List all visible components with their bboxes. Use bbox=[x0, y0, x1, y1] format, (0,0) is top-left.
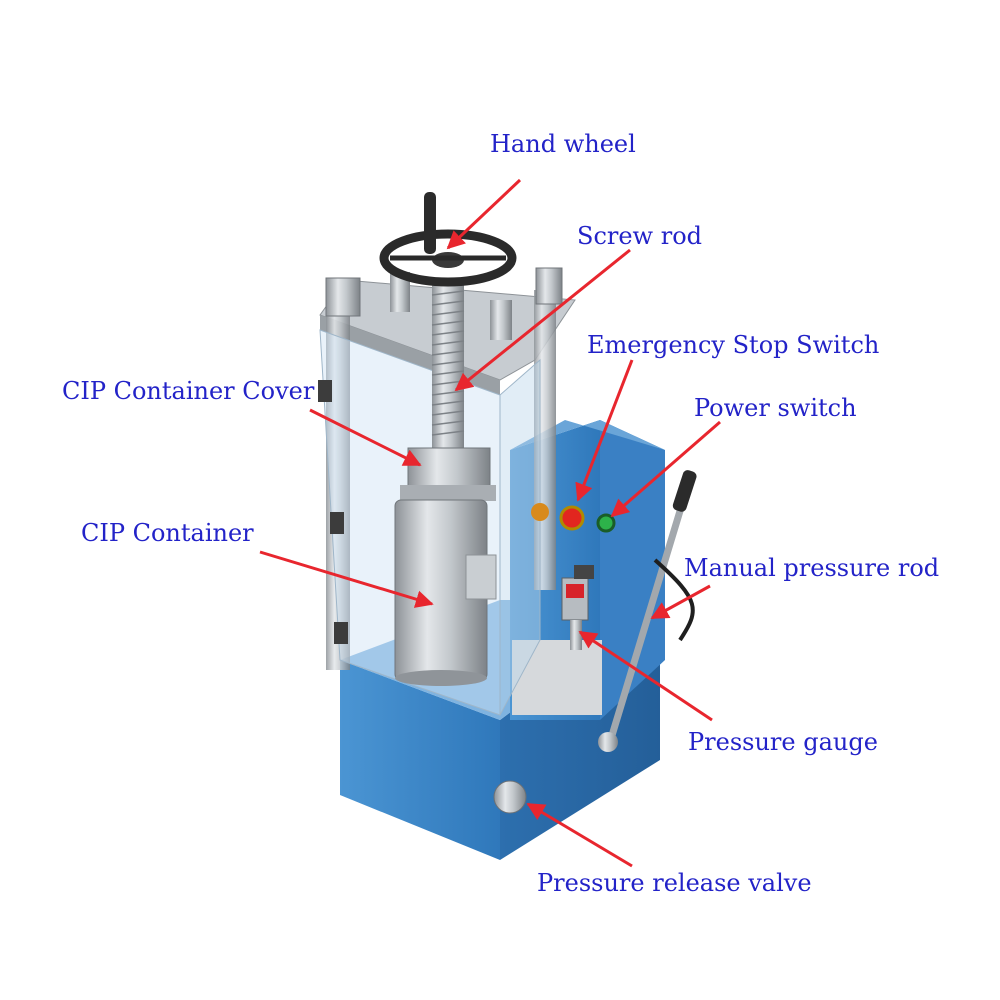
pillar-cap-right bbox=[535, 267, 563, 305]
label-power-switch: Power switch bbox=[694, 394, 857, 422]
control-panel-plate bbox=[512, 640, 602, 715]
label-cip-container: CIP Container bbox=[81, 519, 254, 547]
arrow-cip-container bbox=[259, 550, 434, 608]
hinge-top bbox=[318, 380, 332, 402]
label-emergency-stop: Emergency Stop Switch bbox=[587, 331, 880, 359]
hinge-bottom bbox=[334, 622, 348, 644]
arrow-cip-cover bbox=[309, 408, 422, 467]
arrow-pressure-gauge bbox=[578, 630, 713, 722]
cip-container-bottom bbox=[395, 670, 487, 686]
hinge-mid bbox=[330, 512, 344, 534]
pressure-gauge-fitting bbox=[570, 620, 582, 650]
emergency-stop-button-icon bbox=[559, 505, 585, 531]
label-cip-container-cover: CIP Container Cover bbox=[62, 377, 315, 405]
arrow-screw-rod bbox=[454, 248, 631, 392]
hose bbox=[653, 558, 695, 642]
label-hand-wheel: Hand wheel bbox=[490, 130, 636, 158]
label-pressure-release-valve: Pressure release valve bbox=[537, 869, 812, 897]
pillar-cap-left bbox=[325, 277, 361, 317]
acrylic-enclosure-side bbox=[499, 358, 541, 716]
label-screw-rod: Screw rod bbox=[577, 222, 703, 250]
arrow-hand-wheel bbox=[446, 178, 522, 250]
manual-rod-pivot bbox=[598, 732, 618, 752]
pressure-gauge-sensor bbox=[574, 565, 594, 579]
hand-wheel-handle bbox=[424, 192, 436, 254]
label-pressure-gauge: Pressure gauge bbox=[688, 728, 878, 756]
pillar-cap-back-left bbox=[390, 272, 410, 312]
manual-pressure-rod bbox=[606, 474, 694, 746]
pressure-release-valve-icon bbox=[493, 780, 527, 814]
pillar-cap-back-right bbox=[490, 300, 512, 340]
arrow-release-valve bbox=[526, 802, 633, 868]
pressure-gauge-display bbox=[566, 584, 584, 598]
label-manual-pressure-rod: Manual pressure rod bbox=[684, 554, 940, 582]
side-block bbox=[465, 554, 497, 600]
cip-cover-collar bbox=[400, 485, 496, 501]
base-front bbox=[340, 660, 500, 860]
power-switch-button-icon bbox=[596, 513, 616, 533]
arrow-emergency-stop bbox=[575, 359, 634, 502]
arrow-power-switch bbox=[610, 420, 721, 518]
control-box-side bbox=[600, 420, 665, 720]
callout-arrows bbox=[259, 178, 721, 868]
arrow-manual-rod bbox=[650, 584, 711, 620]
indicator-light-icon bbox=[531, 503, 549, 521]
screw-rod bbox=[432, 282, 464, 452]
manual-rod-grip bbox=[672, 470, 697, 512]
